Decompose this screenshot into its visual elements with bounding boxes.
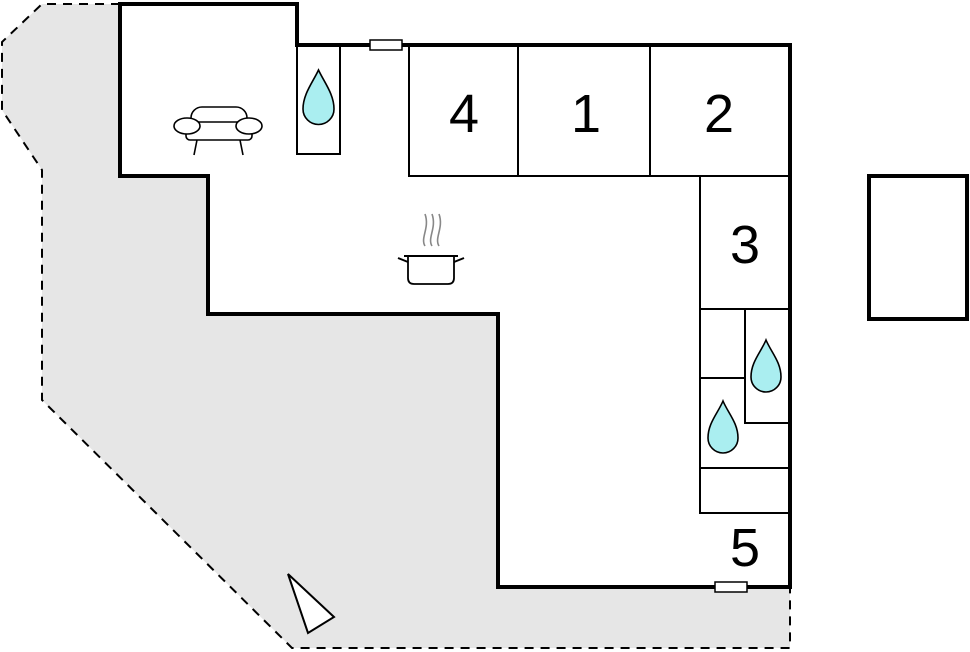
room-label-3: 3 [730,215,760,275]
water-drop-icon [302,68,335,126]
room-label-2: 2 [704,84,734,144]
room-label-4: 4 [449,84,479,144]
terrace-outline [1,3,791,649]
window-top [369,39,403,51]
sofa-icon [173,106,263,156]
room-label-1: 1 [571,84,601,144]
outbuilding [867,174,969,321]
building-outline [118,2,792,589]
cooking-pot-icon [397,213,465,285]
water-drop-icon [750,337,782,393]
north-arrow-icon [287,573,336,635]
room-label-5: 5 [730,518,760,578]
water-drop-icon [707,398,739,454]
window-bottom [714,581,748,593]
terrace-area [2,4,790,648]
interior-walls [296,44,791,514]
